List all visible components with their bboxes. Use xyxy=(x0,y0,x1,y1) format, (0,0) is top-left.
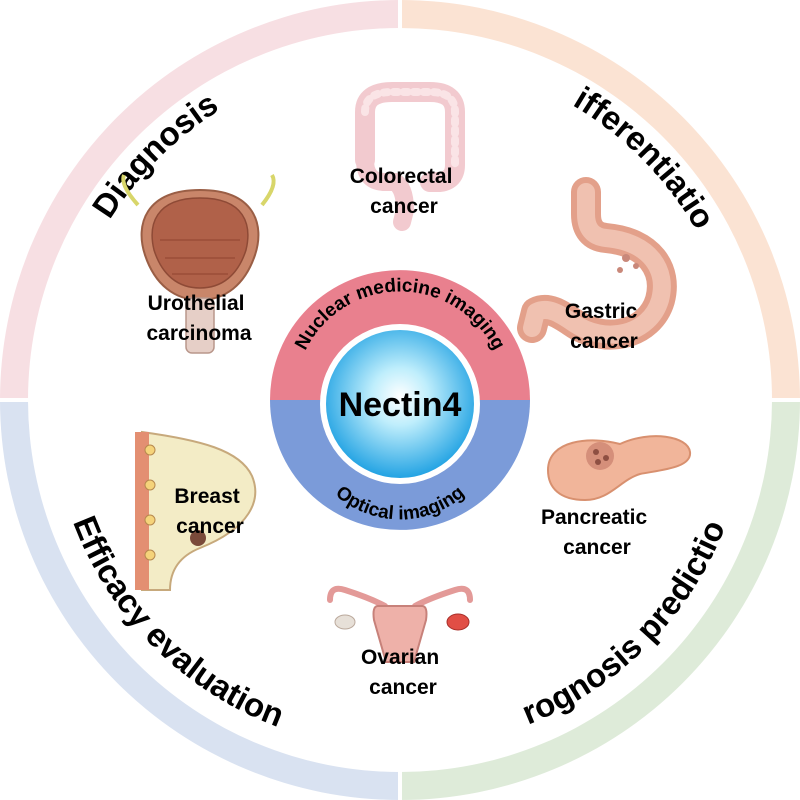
label-urothelial: Urothelial carcinoma xyxy=(146,292,251,345)
label-gastric: Gastric cancer xyxy=(565,300,643,353)
center-hub: Nuclear medicine imaging Optical imaging… xyxy=(270,270,530,530)
nectin4-core xyxy=(326,330,474,478)
bladder-illustration xyxy=(121,173,276,354)
label-ovarian: Ovarian cancer xyxy=(361,646,445,699)
pancreas-illustration xyxy=(546,435,691,502)
label-breast: Breast cancer xyxy=(174,485,245,538)
breast-illustration xyxy=(135,430,257,591)
stomach-illustration xyxy=(517,177,677,350)
label-pancreatic: Pancreatic cancer xyxy=(541,506,653,559)
uterus-illustration xyxy=(327,585,473,663)
colon-illustration xyxy=(355,82,465,231)
label-colorectal: Colorectal cancer xyxy=(350,165,459,218)
label-nectin4: Nectin4 xyxy=(339,386,462,424)
